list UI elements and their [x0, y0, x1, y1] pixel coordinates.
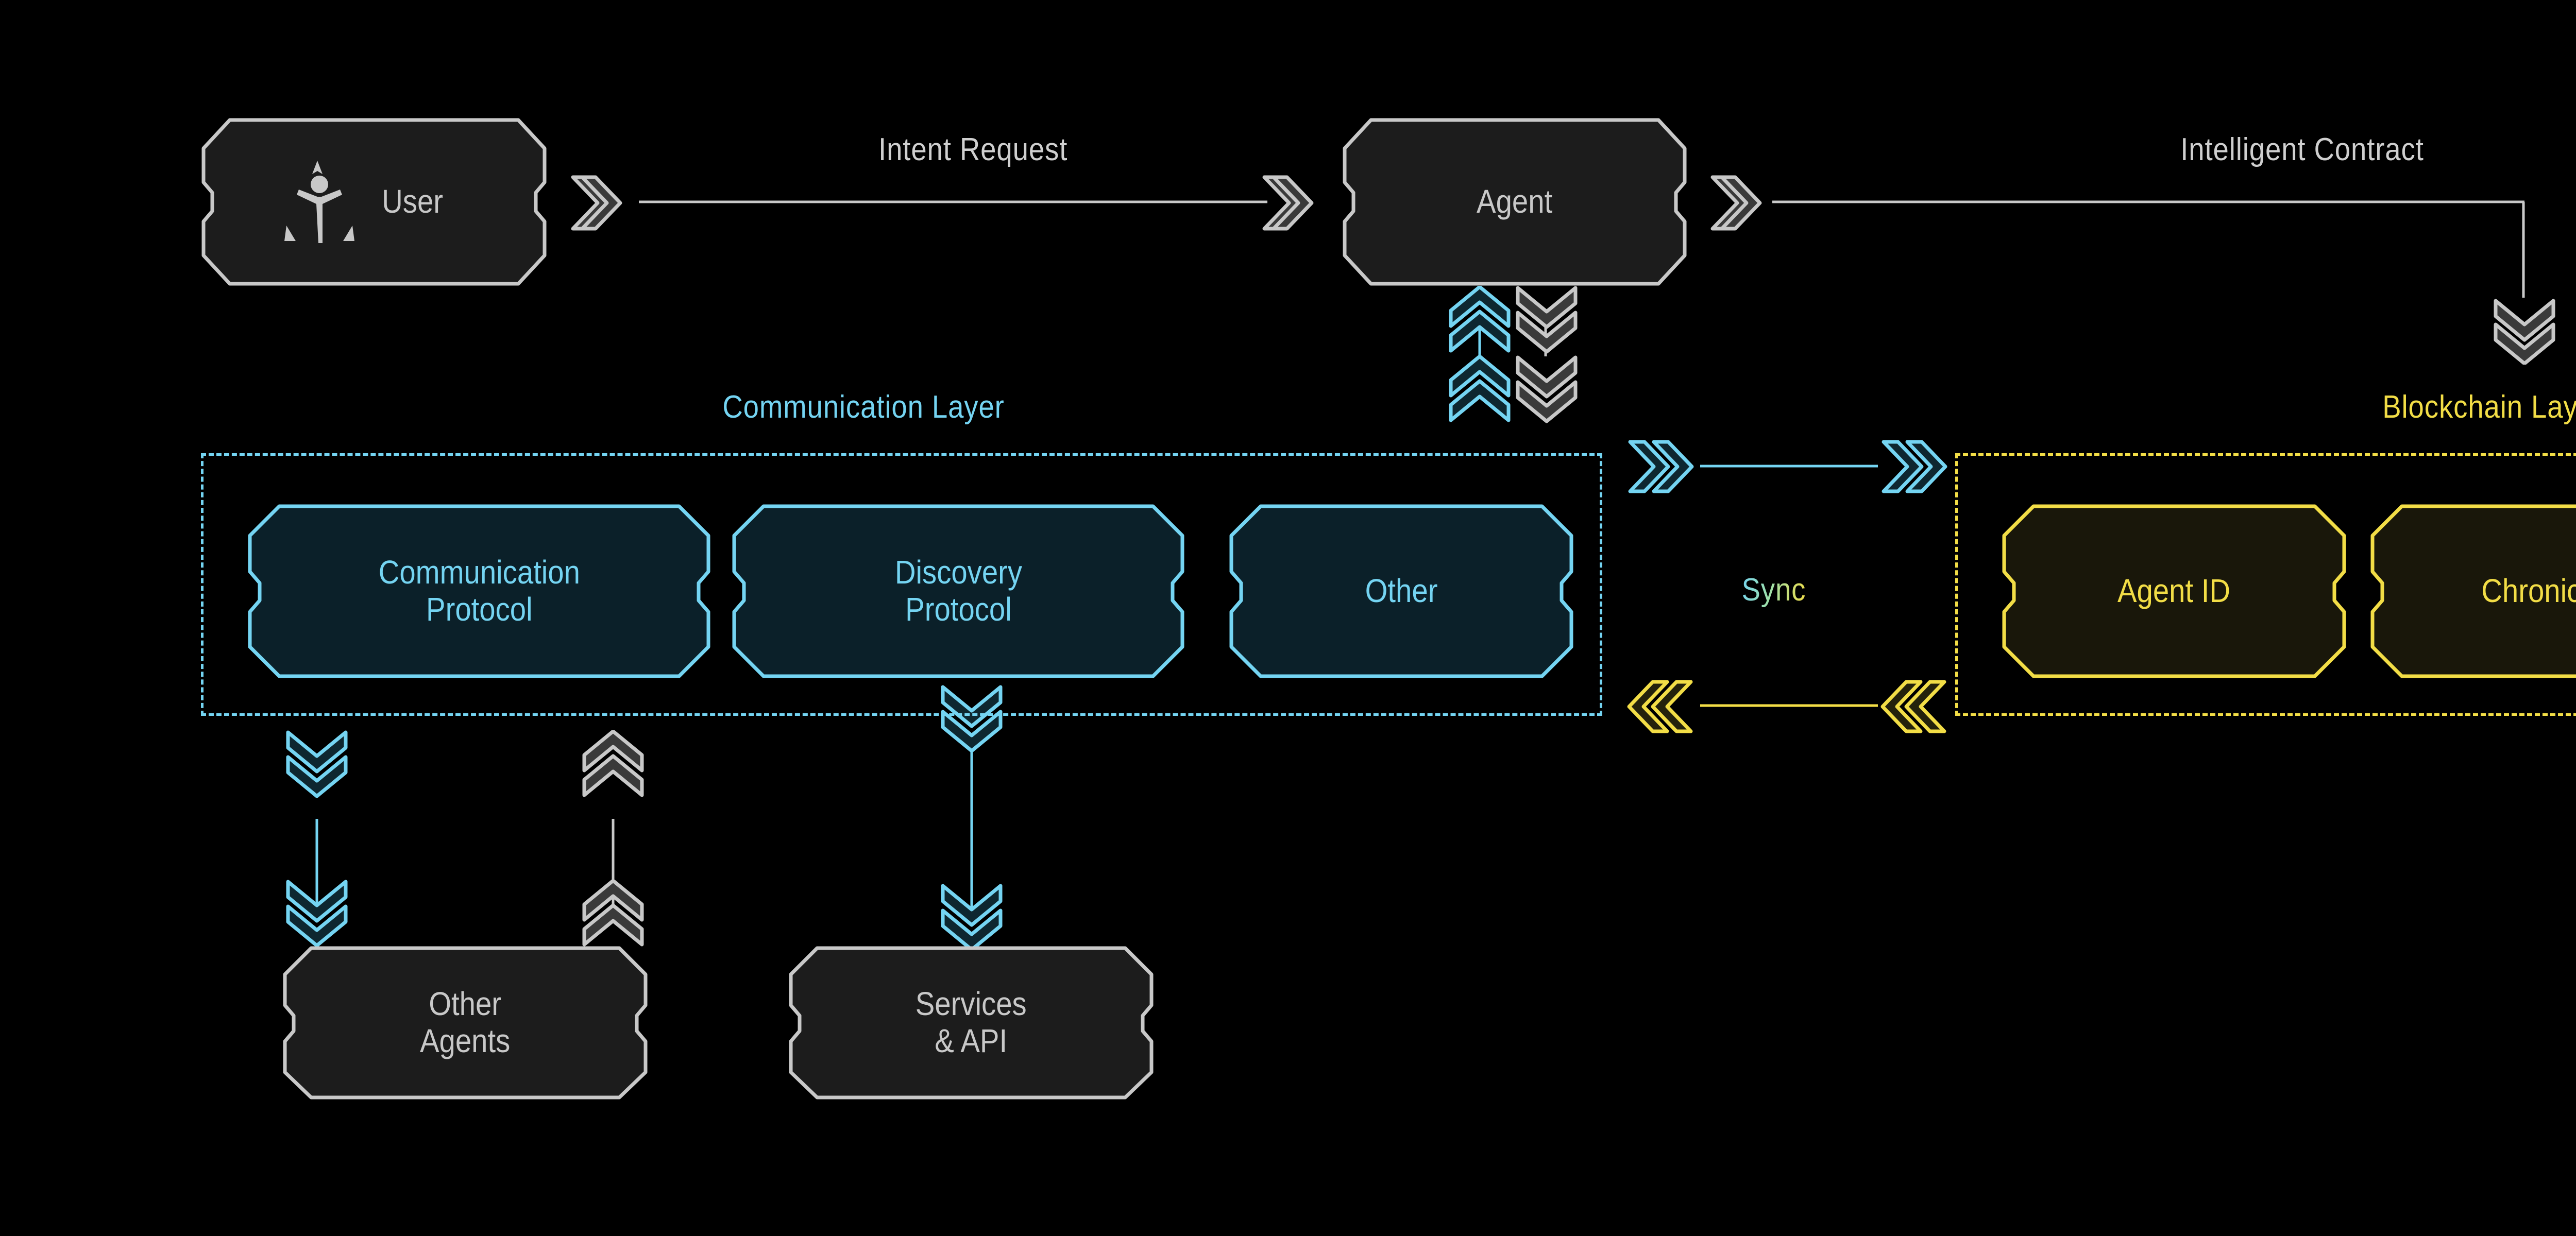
chevron-up-icon-comm-to-agent-top: [1448, 286, 1512, 354]
node-chronicle[interactable]: Chronicle: [2370, 504, 2576, 679]
node-shape-discovery-protocol: [732, 504, 1185, 679]
node-label-services-api: Services & API: [916, 985, 1027, 1059]
node-label-chronicle: Chronicle: [2481, 572, 2576, 610]
chevron-down-icon-discovery-to-services-bottom: [940, 884, 1004, 952]
chevron-down-icon-discovery-to-services-top: [940, 685, 1004, 753]
chevron-right-icon-agent-in: [1262, 175, 1319, 231]
node-agent-id[interactable]: Agent ID: [2002, 504, 2347, 679]
node-shape-services-api: [788, 946, 1154, 1100]
node-shape-other: [1229, 504, 1574, 679]
blockchain-layer-container: [1955, 453, 2576, 716]
node-other-agents[interactable]: Other Agents: [282, 946, 648, 1100]
node-discovery-protocol[interactable]: Discovery Protocol: [732, 504, 1185, 679]
chevron-down-icon-agent-to-comm-bottom: [1515, 355, 1579, 423]
node-label-communication-protocol: Communication Protocol: [378, 554, 580, 628]
node-user[interactable]: User: [201, 117, 547, 286]
person-icon: [273, 156, 366, 251]
edge-label-sync: Sync: [1741, 572, 1806, 608]
node-shape-other-agents: [282, 946, 648, 1100]
chevron-left-icon-sync-bottom-left: [1627, 679, 1694, 734]
chevron-down-icon-comm-to-otheragents-top: [285, 730, 349, 798]
chevron-left-icon-sync-bottom-right: [1880, 679, 1947, 734]
communication-layer-container: [201, 453, 1602, 716]
chevron-right-icon-user-out: [571, 175, 628, 231]
chevron-up-icon-otheragents-to-comm-bottom: [581, 880, 645, 948]
chevron-down-icon-blockchain-in: [2493, 298, 2556, 365]
chevron-right-icon-sync-top-right: [1880, 439, 1947, 494]
node-services-api[interactable]: Services & API: [788, 946, 1154, 1100]
node-communication-protocol[interactable]: Communication Protocol: [247, 504, 711, 679]
node-shape-communication-protocol: [247, 504, 711, 679]
node-label-other-agents: Other Agents: [420, 985, 511, 1059]
node-agent[interactable]: Agent: [1342, 117, 1687, 286]
node-label-user: User: [382, 183, 444, 220]
chevron-down-icon-agent-to-comm-top: [1515, 286, 1579, 354]
chevron-right-icon-agent-out: [1710, 175, 1767, 231]
node-shape-agent-id: [2002, 504, 2347, 679]
layer-title-communication: Communication Layer: [722, 389, 1005, 425]
node-shape-chronicle: [2370, 504, 2576, 679]
edge-label-intent-request: Intent Request: [878, 132, 1068, 167]
node-label-other: Other: [1365, 572, 1438, 610]
node-shape-agent: [1342, 117, 1687, 286]
layer-title-blockchain: Blockchain Layer: [2382, 389, 2576, 425]
node-label-discovery-protocol: Discovery Protocol: [894, 554, 1022, 628]
node-label-agent-id: Agent ID: [2117, 572, 2231, 610]
node-shape-user: [201, 117, 547, 286]
chevron-up-icon-otheragents-to-comm-top: [581, 730, 645, 798]
chevron-up-icon-comm-to-agent-bottom: [1448, 355, 1512, 423]
chevron-down-icon-comm-to-otheragents-bottom: [285, 880, 349, 948]
node-label-agent: Agent: [1477, 183, 1553, 220]
edge-label-intelligent-contract: Intelligent Contract: [2180, 132, 2424, 167]
node-other[interactable]: Other: [1229, 504, 1574, 679]
chevron-right-icon-sync-top-left: [1627, 439, 1694, 494]
